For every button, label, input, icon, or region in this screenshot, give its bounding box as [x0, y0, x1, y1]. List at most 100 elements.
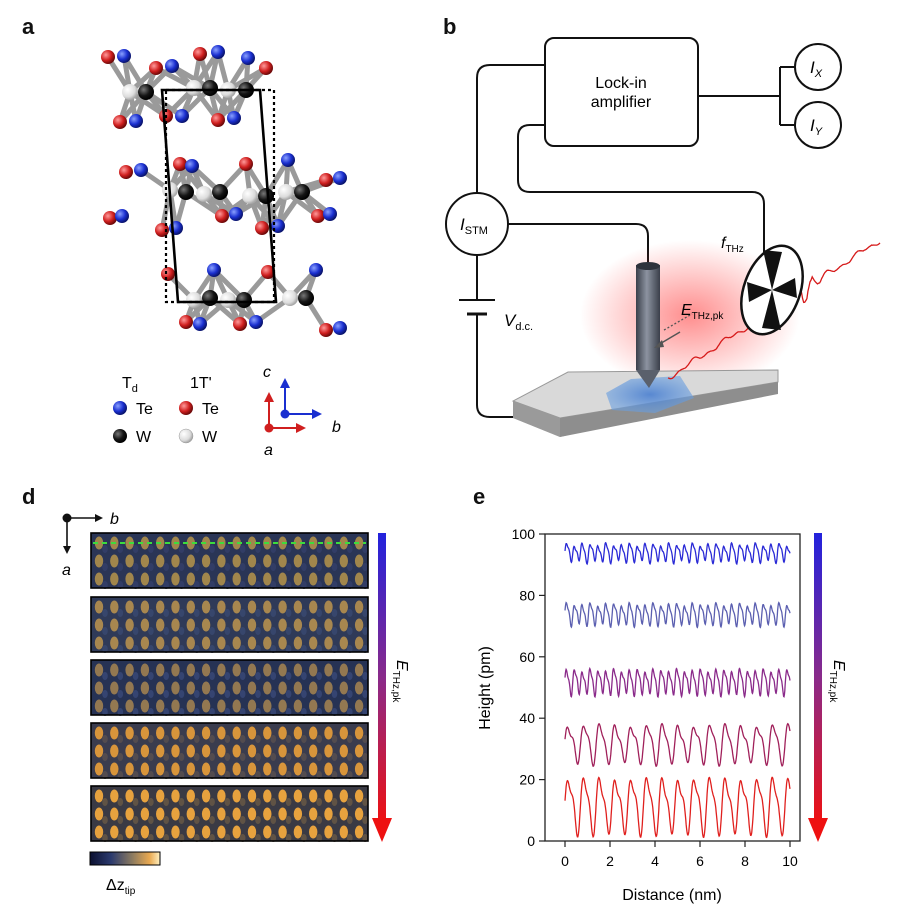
- te-atom-td: [333, 321, 347, 335]
- te-atom-1t: [239, 157, 253, 171]
- w-atom-td: [212, 184, 228, 200]
- y-tick-label: 100: [512, 526, 536, 542]
- te-atom-1t: [103, 211, 117, 225]
- te-atom-1t: [113, 115, 127, 129]
- y-tick-label: 60: [519, 649, 535, 665]
- te-atom-td: [323, 207, 337, 221]
- stm-image-stack: [91, 533, 368, 842]
- te-atom-1t: [319, 323, 333, 337]
- vdc-label: Vd.c.: [504, 311, 533, 333]
- te-atom-1t: [173, 157, 187, 171]
- w-atom-1t: [242, 188, 258, 204]
- y-tick-label: 40: [519, 710, 535, 726]
- w-atom-1t: [278, 184, 294, 200]
- te-atom-td: [175, 109, 189, 123]
- x-tick-label: 2: [606, 853, 614, 869]
- te-atom-td: [249, 315, 263, 329]
- x-tick-label: 4: [651, 853, 659, 869]
- te-atom-td: [129, 114, 143, 128]
- stm-image-5: [91, 786, 368, 842]
- te-atom-td: [211, 45, 225, 59]
- stm-image-2: [91, 597, 368, 653]
- stm-image-1: [91, 533, 368, 589]
- te-atom-1t: [319, 173, 333, 187]
- w-atom-td: [178, 184, 194, 200]
- te-atom-td: [115, 209, 129, 223]
- te-atom-td: [193, 317, 207, 331]
- te-atom-td: [207, 263, 221, 277]
- w-atom-td: [294, 184, 310, 200]
- w-atom-td: [258, 188, 274, 204]
- w-atom-td: [202, 290, 218, 306]
- x-tick-label: 8: [741, 853, 749, 869]
- te-atom-td: [229, 207, 243, 221]
- te-atom-td: [227, 111, 241, 125]
- te-atom-td: [117, 49, 131, 63]
- te-atom-td: [185, 159, 199, 173]
- series-line-4: [565, 724, 790, 767]
- crystal-structure: [101, 45, 347, 337]
- legend-te-td-label: Te: [136, 401, 153, 418]
- field-arrow-d: ETHz,pk: [372, 533, 410, 842]
- te-atom-1t: [215, 209, 229, 223]
- w-atom-1t: [282, 290, 298, 306]
- legend-w-1t-label: W: [202, 429, 218, 446]
- w-atom-td: [202, 80, 218, 96]
- te-atom-1t: [259, 61, 273, 75]
- te-atom-td: [134, 163, 148, 177]
- crystal-axes: c b a: [263, 364, 341, 459]
- legend-w-1t-atom: [179, 429, 193, 443]
- iy-output: IY: [795, 102, 841, 148]
- lockin-label-1: Lock-in: [595, 75, 647, 92]
- stm-image-4: [91, 723, 368, 779]
- field-arrow-e: ETHz,pk: [808, 533, 847, 842]
- w-atom-td: [298, 290, 314, 306]
- legend-1t-header: 1T': [190, 375, 212, 392]
- series-line-2: [565, 603, 790, 628]
- istm-meter: ISTM: [446, 193, 508, 255]
- y-tick-label: 20: [519, 772, 535, 788]
- te-atom-1t: [179, 315, 193, 329]
- w-atom-td: [138, 84, 154, 100]
- w-atom-1t: [122, 84, 138, 100]
- atom-legend: Td 1T' Te Te W W: [113, 375, 219, 446]
- te-atom-1t: [311, 209, 325, 223]
- y-tick-label: 80: [519, 587, 535, 603]
- w-atom-1t: [220, 292, 236, 308]
- field-label-d: ETHz,pk: [390, 660, 410, 703]
- y-tick-label: 0: [527, 833, 535, 849]
- te-atom-td: [241, 51, 255, 65]
- te-atom-1t: [193, 47, 207, 61]
- stm-image-3: [91, 660, 368, 716]
- stm-axis-a-label: a: [62, 562, 71, 579]
- te-atom-td: [333, 171, 347, 185]
- stm-tip: [636, 262, 660, 388]
- field-label-e: ETHz,pk: [827, 660, 847, 703]
- w-atom-td: [236, 292, 252, 308]
- x-axis-label: Distance (nm): [622, 887, 722, 904]
- series-line-5: [565, 777, 790, 837]
- legend-w-td-label: W: [136, 429, 152, 446]
- lockin-amplifier-box: Lock-in amplifier: [545, 38, 698, 146]
- legend-w-td-atom: [113, 429, 127, 443]
- y-axis-label: Height (pm): [477, 646, 494, 730]
- ix-output: IX: [795, 44, 841, 90]
- axis-b-label: b: [332, 419, 341, 436]
- te-atom-td: [309, 263, 323, 277]
- series-line-3: [565, 669, 790, 697]
- te-atom-1t: [119, 165, 133, 179]
- stm-axis-b-label: b: [110, 511, 119, 528]
- axis-c-label: c: [263, 364, 271, 381]
- colorbar-label: Δztip: [106, 877, 136, 897]
- legend-te-1t-label: Te: [202, 401, 219, 418]
- legend-td-header: Td: [122, 375, 138, 395]
- te-atom-1t: [101, 50, 115, 64]
- w-atom-1t: [186, 292, 202, 308]
- x-tick-label: 10: [782, 853, 798, 869]
- lockin-label-2: amplifier: [591, 94, 652, 111]
- colorbar: Δztip: [90, 852, 160, 897]
- te-atom-td: [281, 153, 295, 167]
- te-atom-td: [165, 59, 179, 73]
- height-profile-chart: 020406080100 0246810 Distance (nm) Heigh…: [477, 526, 800, 904]
